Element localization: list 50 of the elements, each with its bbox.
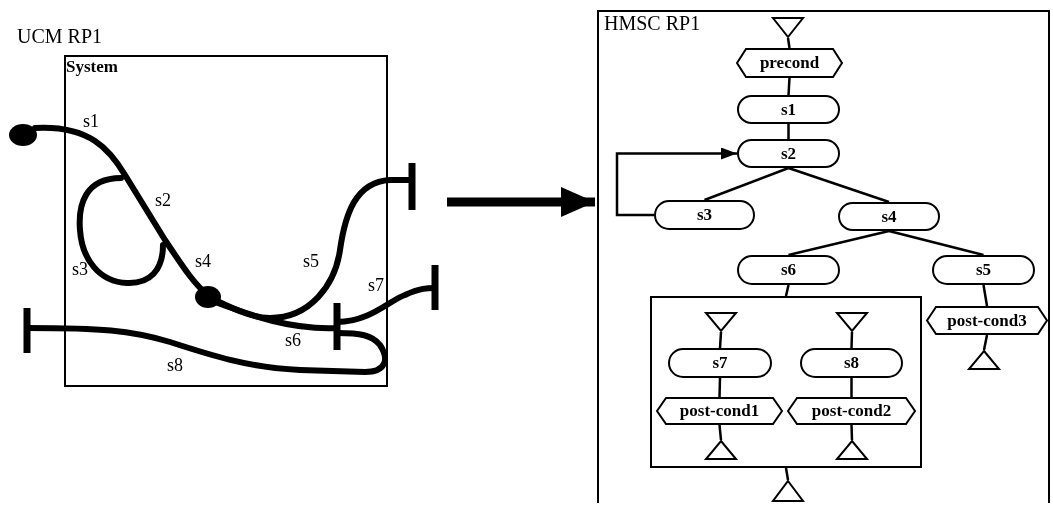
connector-line [787, 77, 791, 96]
connector-line [784, 467, 790, 481]
path-label: s4 [195, 252, 211, 270]
end-triangle [968, 350, 1000, 370]
rounded-box: s4 [838, 202, 940, 231]
frame-title: HMSC RP1 [604, 12, 701, 35]
path-label: s2 [155, 191, 171, 209]
end-triangle [705, 440, 737, 460]
hmsc-frame [597, 10, 1050, 503]
path-label: s6 [285, 331, 301, 349]
arrow [447, 187, 595, 217]
condition-hexagon: post-cond3 [926, 306, 1048, 335]
end-triangle [772, 480, 804, 502]
connector-line [788, 166, 890, 204]
connector-line [704, 166, 789, 202]
rounded-box: s3 [654, 200, 755, 230]
connector-line [982, 334, 989, 351]
connector-line [888, 229, 984, 257]
rounded-box: s8 [800, 348, 903, 378]
connector-line [982, 284, 989, 307]
end-triangle [836, 440, 868, 460]
path-label: s8 [167, 356, 183, 374]
connector-line [787, 124, 790, 139]
start-triangle [772, 17, 804, 38]
connector-line [718, 377, 722, 398]
condition-hexagon: precond [736, 48, 843, 78]
connector-line [718, 331, 723, 349]
path-label: s3 [72, 260, 88, 278]
condition-hexagon: post-cond1 [656, 397, 783, 425]
start-triangle [705, 312, 737, 332]
connector-line [718, 424, 723, 441]
rounded-box: s5 [932, 255, 1035, 285]
path-label: s5 [303, 252, 319, 270]
group-frame [650, 296, 922, 468]
connector-line [788, 229, 890, 257]
connector-line [850, 424, 854, 441]
rounded-box: s1 [737, 95, 840, 124]
map-name-label: UCM RP1 [17, 26, 103, 46]
rounded-box: s6 [737, 255, 840, 285]
connector-line [850, 331, 854, 349]
rounded-box: s7 [668, 348, 772, 378]
arrow [615, 147, 737, 217]
connector-line [784, 284, 790, 297]
connector-line [786, 37, 791, 49]
rounded-box: s2 [737, 139, 840, 168]
condition-hexagon: post-cond2 [787, 397, 916, 425]
path-label: s7 [368, 276, 384, 294]
path-label: s1 [83, 112, 99, 130]
connector-line [850, 378, 853, 397]
start-triangle [836, 312, 868, 332]
